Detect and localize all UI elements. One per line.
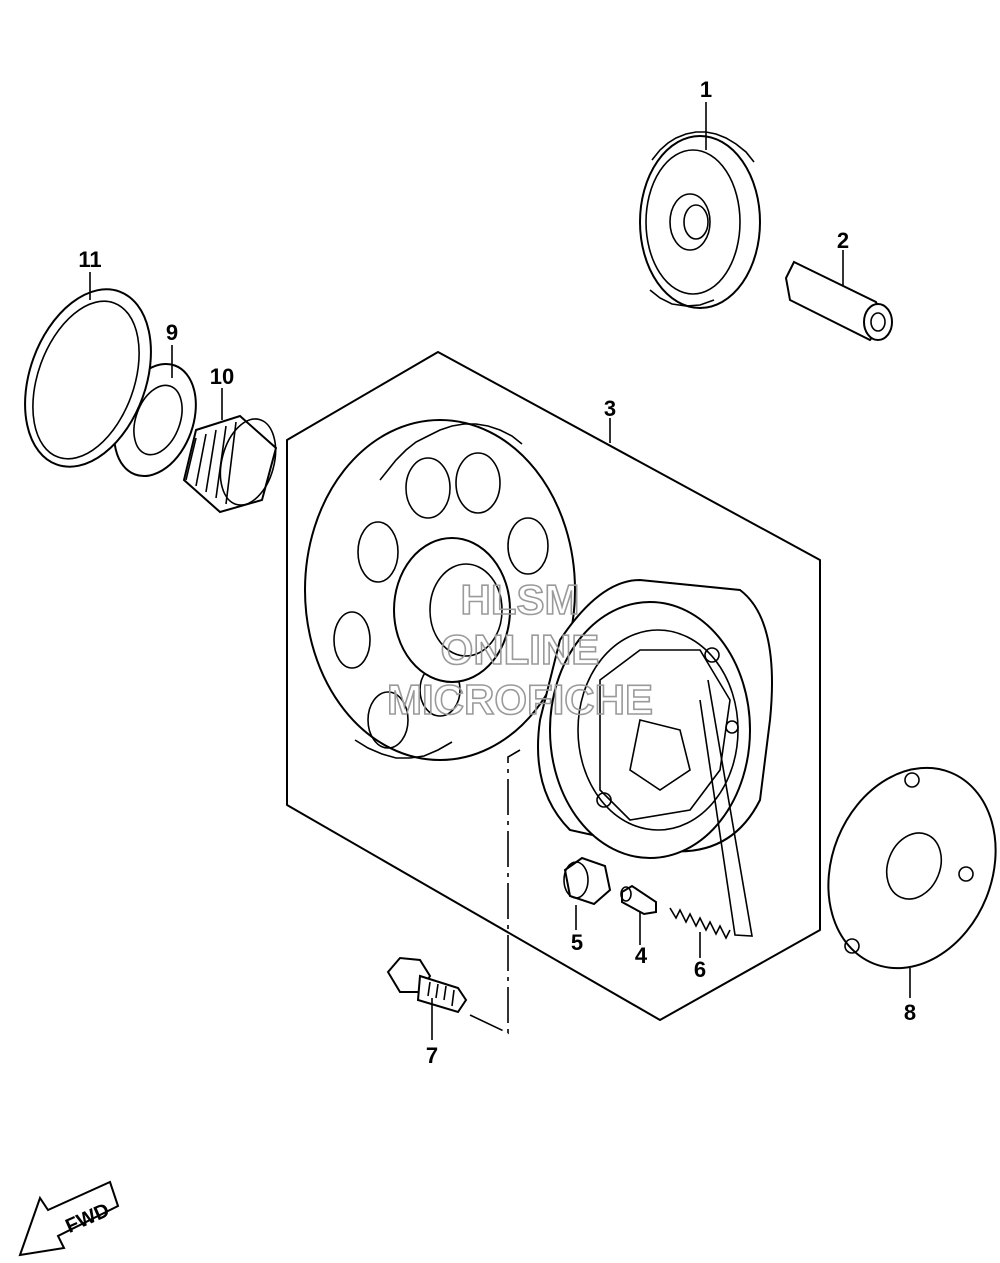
part-2-shaft [784,260,893,342]
watermark-line-2: ONLINE [441,626,600,673]
callout-labels: 1 2 3 4 5 6 7 8 9 10 11 [78,77,916,1068]
watermark-line-1: HLSM [461,576,580,623]
part-4-plunger [620,884,657,916]
callout-3: 3 [604,396,616,421]
callout-9: 9 [166,320,178,345]
watermark: HLSM ONLINE MICROFICHE [386,575,654,724]
part-6-spring [669,907,731,940]
callout-1: 1 [700,77,712,102]
part-11-ring [24,288,152,468]
part-6-leader-v [699,679,753,937]
callout-leaders [89,102,911,1040]
callout-8: 8 [904,1000,916,1025]
part-8-plate [827,766,997,970]
part-1-gear [639,131,761,309]
callout-5: 5 [571,930,583,955]
part-3-assembly-outline [286,351,821,1021]
part-3-clutch-gear [304,419,576,761]
fwd-arrow: FWD [18,1180,120,1257]
clutch-housing [537,578,773,859]
watermark-line-3: MICROFICHE [387,676,653,723]
bolt-leader-line [469,749,521,1035]
part-5-roller [563,856,612,906]
callout-10: 10 [210,364,234,389]
part-7-bolt [386,956,468,1014]
callout-2: 2 [837,228,849,253]
callout-11: 11 [78,247,101,272]
callout-6: 6 [694,957,706,982]
callout-4: 4 [635,943,648,968]
part-10-needle-bearing [182,414,278,514]
callout-7: 7 [426,1043,438,1068]
